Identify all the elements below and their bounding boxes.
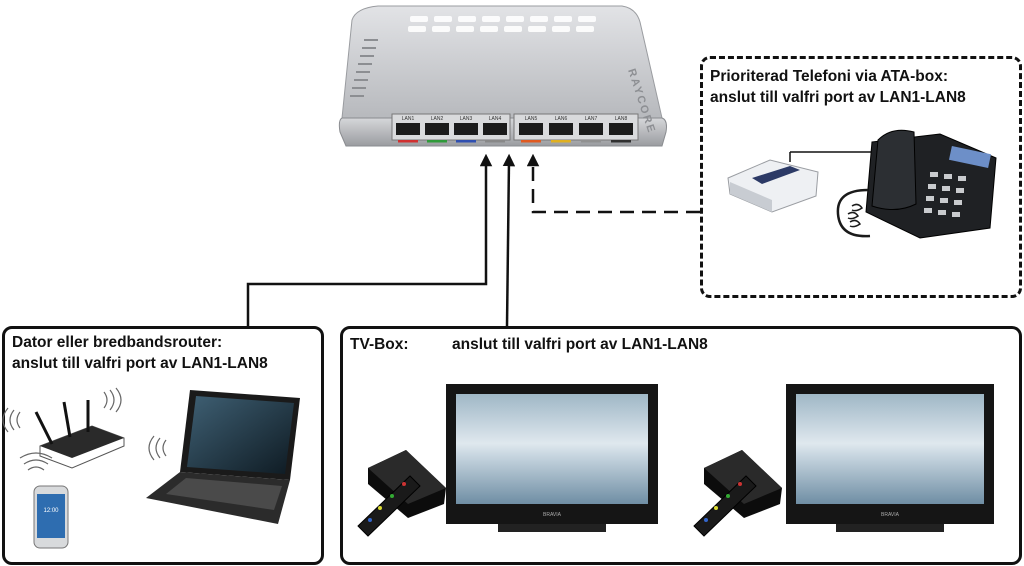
port-color-strip-5 (521, 140, 541, 143)
flat-screen-tv-icon: BRAVIA (446, 384, 658, 532)
ata-adapter-icon (727, 159, 819, 213)
tv-brand-1: BRAVIA (543, 512, 562, 518)
wifi-router-icon (2, 387, 125, 469)
port-color-strip-3 (456, 140, 476, 143)
connection-lines (246, 153, 700, 327)
ethernet-port-5 (519, 123, 543, 135)
tvbox-panel-text: anslut till valfri port av LAN1-LAN8 (452, 336, 708, 353)
telephony-panel-line1: Prioriterad Telefoni via ATA-box: (710, 68, 948, 85)
telephony-panel-line2: anslut till valfri port av LAN1-LAN8 (710, 88, 966, 106)
port-color-strip-1 (398, 140, 418, 143)
flat-screen-tv-icon: BRAVIA (786, 384, 994, 532)
tvbox-panel-text-label: anslut till valfri port av LAN1-LAN8 (452, 335, 708, 356)
line-telephony (526, 153, 700, 214)
port-color-strip-4 (485, 140, 505, 143)
telephony-panel-label: Prioriterad Telefoni via ATA-box: anslut… (710, 67, 966, 109)
ethernet-port-3 (454, 123, 478, 135)
ethernet-port-4 (483, 123, 507, 135)
port-color-strip-8 (611, 140, 631, 143)
port-label-6: LAN6 (555, 116, 568, 122)
laptop-icon (146, 390, 300, 524)
port-label-1: LAN1 (402, 116, 415, 122)
port-label-5: LAN5 (525, 116, 538, 122)
tv-brand-2: BRAVIA (881, 512, 900, 518)
computer-panel-line1: Dator eller bredbandsrouter: (12, 334, 223, 351)
port-label-3: LAN3 (460, 116, 473, 122)
phone-time: 12:00 (43, 508, 59, 514)
ethernet-port-6 (549, 123, 573, 135)
tvbox-panel-label: TV-Box: (350, 335, 409, 356)
ethernet-port-8 (609, 123, 633, 135)
tvbox-panel-title: TV-Box: (350, 336, 409, 353)
ethernet-port-7 (579, 123, 603, 135)
line-tvbox (502, 153, 516, 327)
port-color-strip-7 (581, 140, 601, 143)
computer-panel-line2: anslut till valfri port av LAN1-LAN8 (12, 354, 268, 372)
port-label-2: LAN2 (431, 116, 444, 122)
port-label-4: LAN4 (489, 116, 502, 122)
remote-control-icon (357, 475, 421, 537)
line-computer (246, 153, 493, 326)
port-color-strip-6 (551, 140, 571, 143)
smartphone-icon: 12:00 (19, 452, 69, 549)
ethernet-port-2 (425, 123, 449, 135)
remote-control-icon (693, 475, 757, 537)
port-color-strip-2 (427, 140, 447, 143)
port-label-8: LAN8 (615, 116, 628, 122)
desk-phone-icon (836, 129, 997, 239)
ethernet-port-1 (396, 123, 420, 135)
computer-panel-label: Dator eller bredbandsrouter: anslut till… (12, 333, 268, 375)
port-label-7: LAN7 (585, 116, 598, 122)
